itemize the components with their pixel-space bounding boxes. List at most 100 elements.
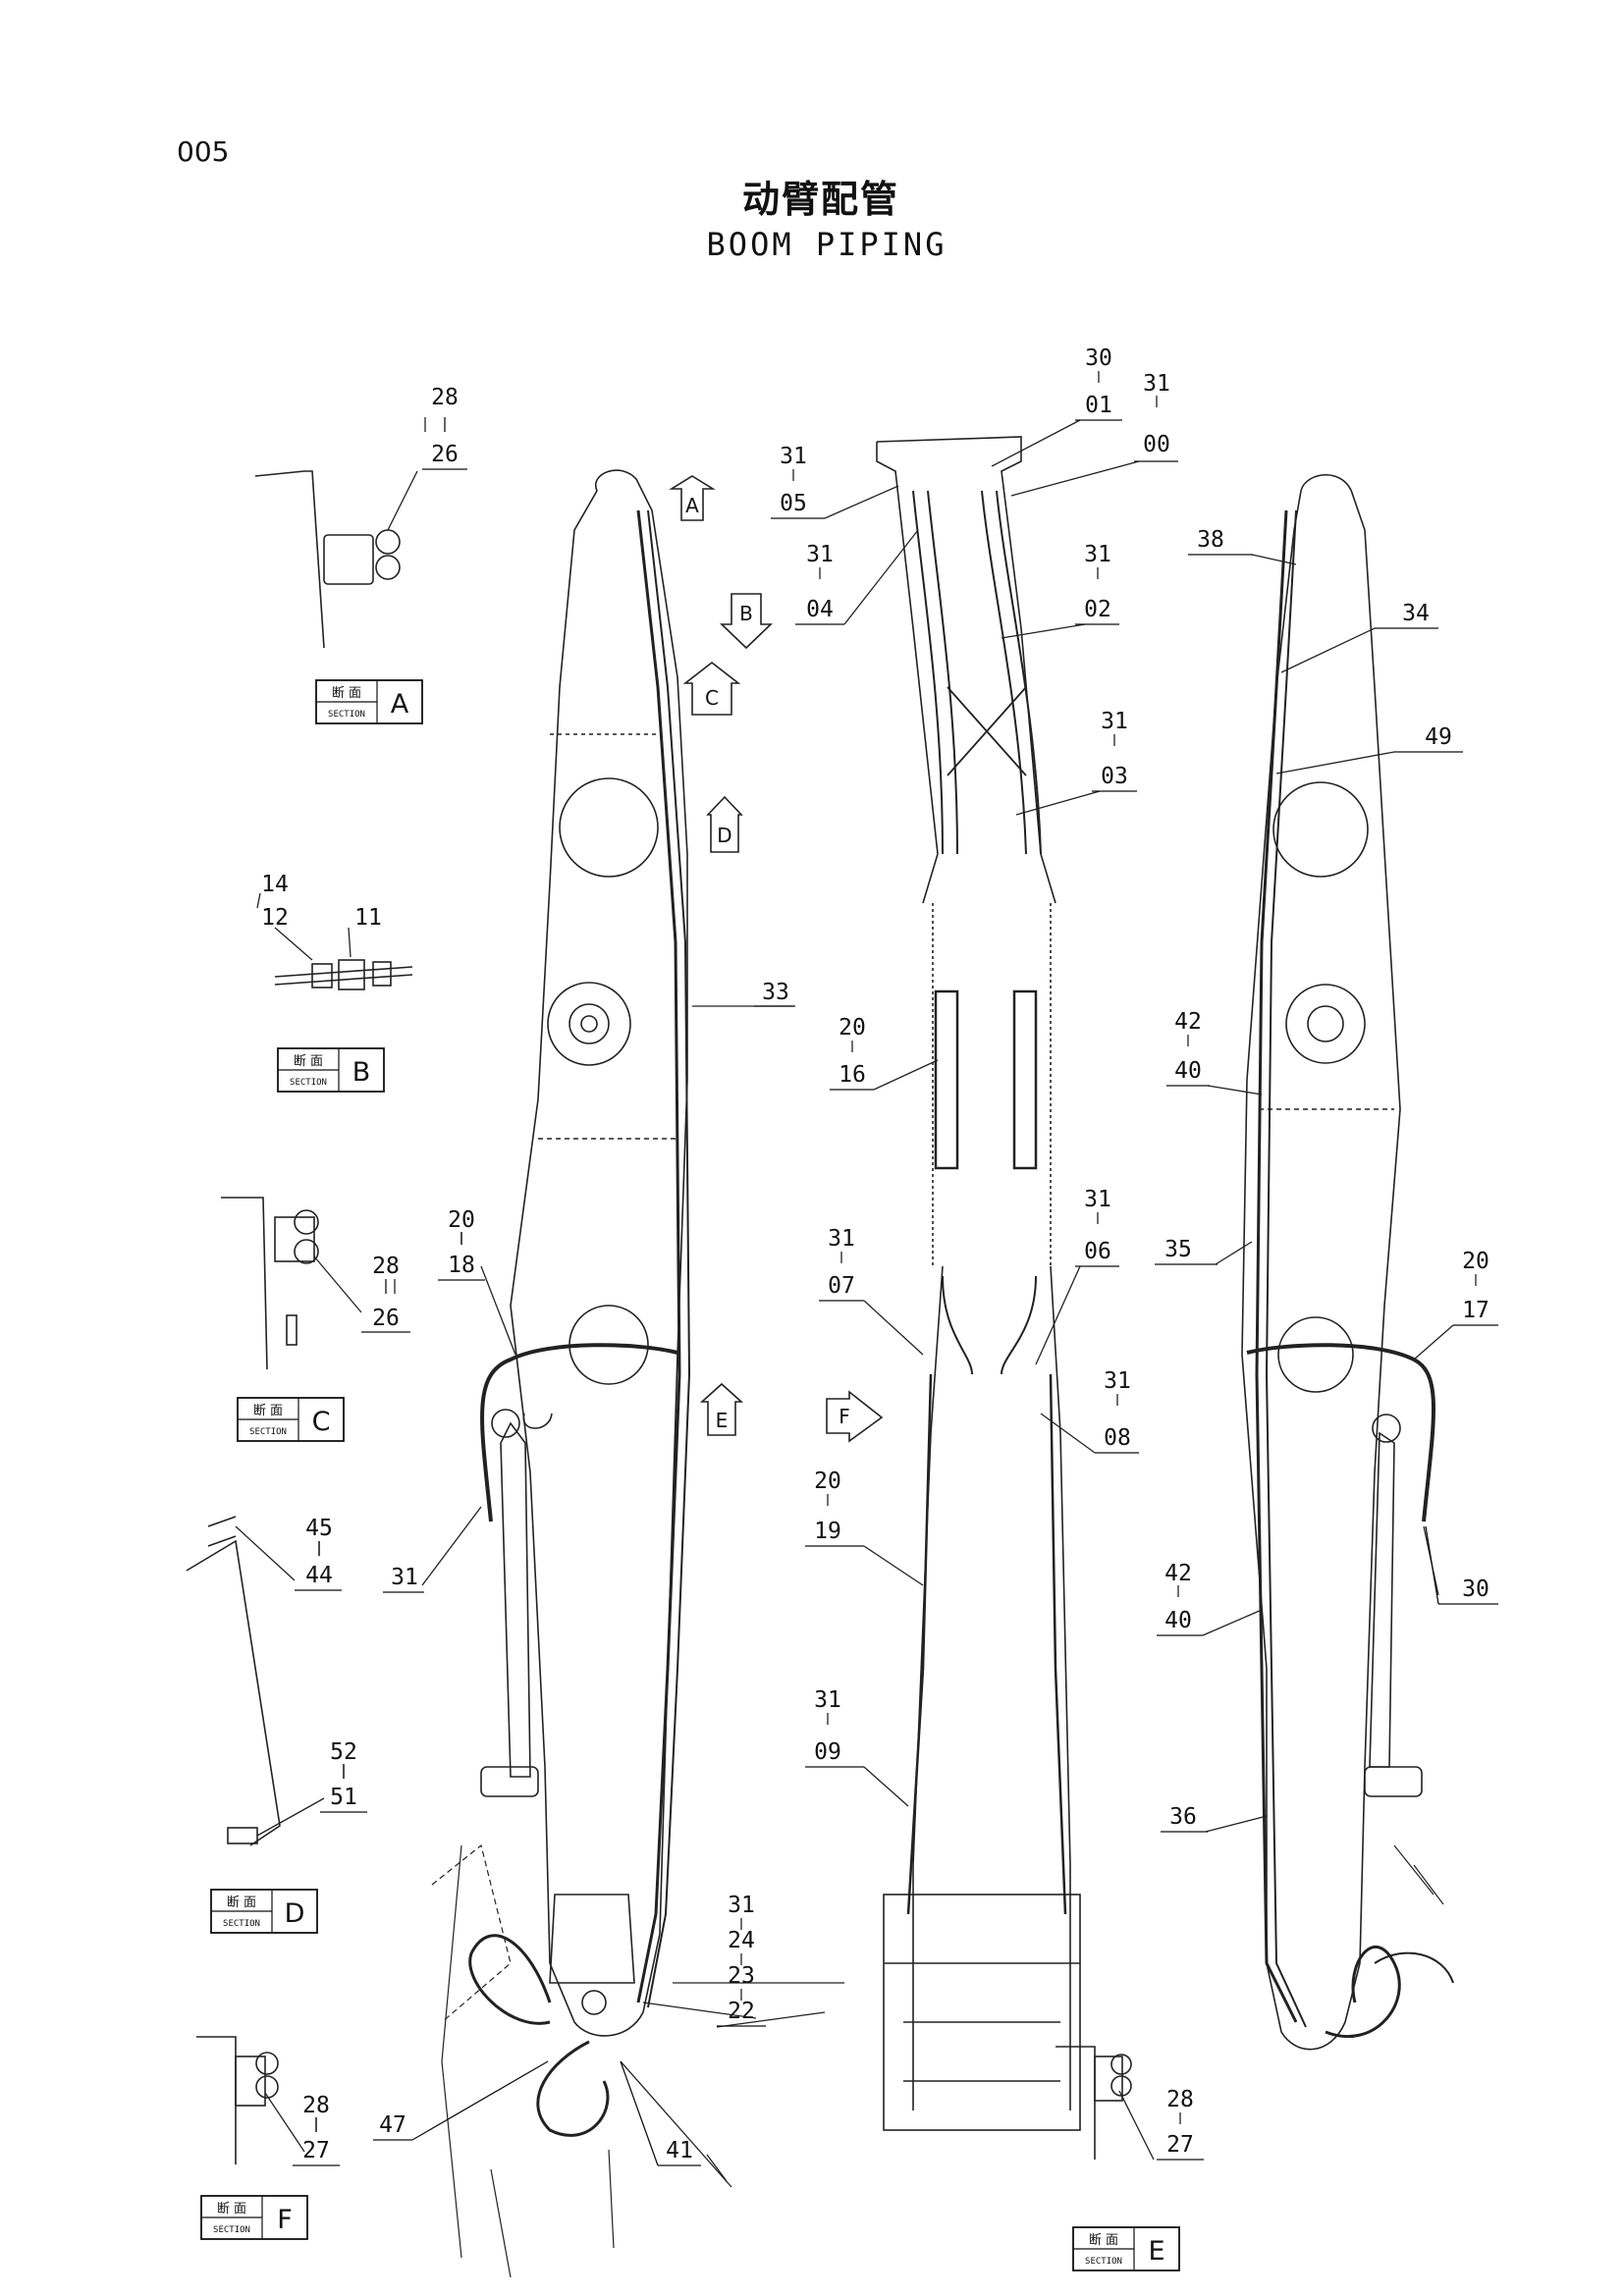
svg-text:08: 08 (1104, 1425, 1131, 1451)
callout-31-08: 31 08 (1095, 1368, 1139, 1454)
callout-31-09: 31 09 (805, 1687, 864, 1768)
view-arrow-a (669, 475, 716, 521)
svg-text:47: 47 (379, 2112, 406, 2138)
callout-28-27-section-f: 28 27 (293, 2093, 340, 2166)
callout-49: 49 (1394, 724, 1463, 753)
svg-text:31: 31 (1084, 1187, 1111, 1212)
svg-text:16: 16 (839, 1062, 866, 1088)
callout-28-26-section-a: 28 26 (422, 385, 467, 470)
section-sketch-c (221, 1197, 319, 1370)
title-chinese: 动臂配管 (741, 178, 899, 221)
section-box-c: 断 面 SECTION C (237, 1397, 345, 1442)
svg-text:33: 33 (762, 980, 789, 1005)
svg-text:03: 03 (1101, 764, 1128, 789)
callout-42-40-lower: 42 40 (1157, 1561, 1203, 1636)
section-sketch-e (1056, 2046, 1132, 2160)
svg-text:31: 31 (1104, 1368, 1131, 1394)
svg-text:断 面: 断 面 (332, 686, 361, 701)
center-boom-outline (876, 436, 1081, 2131)
svg-text:07: 07 (828, 1273, 855, 1299)
svg-text:12: 12 (261, 905, 289, 931)
view-arrow-f (826, 1390, 884, 1443)
callout-36: 36 (1161, 1804, 1208, 1833)
callout-20-18: 20 18 (438, 1207, 485, 1281)
svg-text:40: 40 (1174, 1058, 1202, 1084)
svg-text:20: 20 (448, 1207, 475, 1233)
svg-text:F: F (277, 2205, 293, 2235)
svg-text:01: 01 (1085, 393, 1112, 418)
svg-text:31: 31 (1084, 542, 1111, 567)
svg-text:26: 26 (431, 442, 459, 467)
svg-text:27: 27 (1166, 2132, 1194, 2158)
svg-text:B: B (352, 1057, 371, 1088)
section-box-d: 断 面 SECTION D (210, 1889, 318, 1934)
callout-31-left: 31 (383, 1565, 424, 1593)
callout-31-03: 31 03 (1092, 709, 1137, 792)
view-arrow-a-label: A (685, 494, 699, 517)
svg-text:31: 31 (391, 1565, 418, 1590)
svg-text:SECTION: SECTION (223, 1919, 260, 1929)
section-box-a: 断 面 SECTION A (315, 679, 423, 724)
left-boom-outline (431, 469, 691, 2278)
callout-33: 33 (754, 980, 795, 1007)
svg-text:31: 31 (1143, 371, 1170, 397)
section-sketch-f (196, 2036, 279, 2164)
svg-text:20: 20 (839, 1015, 866, 1041)
svg-text:断 面: 断 面 (1089, 2233, 1118, 2248)
svg-text:31: 31 (1101, 709, 1128, 734)
svg-text:28: 28 (372, 1254, 400, 1279)
section-sketch-a (254, 470, 401, 649)
svg-text:04: 04 (806, 597, 834, 622)
section-box-b: 断 面 SECTION B (277, 1047, 385, 1093)
svg-text:41: 41 (666, 2138, 693, 2163)
view-arrow-d (706, 795, 743, 853)
svg-text:30: 30 (1085, 346, 1112, 371)
callout-38: 38 (1188, 527, 1253, 556)
svg-text:断 面: 断 面 (217, 2202, 246, 2216)
view-arrow-f-label: F (839, 1405, 850, 1428)
svg-text:31: 31 (806, 542, 834, 567)
svg-text:A: A (391, 689, 409, 720)
svg-text:27: 27 (302, 2138, 330, 2163)
svg-text:20: 20 (1462, 1249, 1489, 1274)
svg-text:52: 52 (330, 1739, 357, 1765)
callout-31-05: 31 05 (771, 444, 825, 519)
svg-text:34: 34 (1402, 601, 1430, 626)
callout-41: 41 (620, 2060, 701, 2166)
svg-text:36: 36 (1169, 1804, 1197, 1830)
svg-text:断 面: 断 面 (253, 1404, 283, 1418)
svg-text:14: 14 (261, 872, 289, 897)
svg-text:42: 42 (1174, 1009, 1202, 1035)
svg-text:30: 30 (1462, 1576, 1489, 1602)
view-arrow-e (699, 1382, 744, 1436)
svg-text:E: E (1148, 2236, 1164, 2267)
callout-31-00: 31 00 (1134, 371, 1178, 462)
svg-text:09: 09 (814, 1739, 841, 1765)
svg-text:00: 00 (1143, 432, 1170, 457)
view-arrow-e-label: E (716, 1409, 729, 1432)
callout-31-06: 31 06 (1075, 1187, 1119, 1267)
svg-text:断 面: 断 面 (294, 1054, 323, 1069)
callout-20-16: 20 16 (830, 1015, 874, 1091)
callout-30-right: 30 (1425, 1525, 1498, 1605)
svg-text:06: 06 (1084, 1239, 1111, 1264)
svg-text:SECTION: SECTION (213, 2225, 250, 2235)
svg-text:35: 35 (1164, 1237, 1192, 1262)
callout-28-26-section-c: 28 26 (361, 1254, 410, 1333)
svg-text:20: 20 (814, 1468, 841, 1494)
view-arrow-b (720, 593, 773, 650)
callout-45-44: 45 44 (295, 1516, 342, 1591)
callout-28-27-section-e: 28 27 (1157, 2087, 1204, 2161)
leader-lines (235, 371, 1477, 2188)
svg-text:SECTION: SECTION (328, 710, 365, 720)
svg-text:24: 24 (728, 1928, 755, 1953)
callout-14-12-11-section-b: 14 12 11 (261, 872, 382, 931)
section-sketch-d (186, 1516, 281, 1846)
svg-text:31: 31 (828, 1226, 855, 1252)
svg-text:19: 19 (814, 1519, 841, 1544)
view-arrow-c-label: C (705, 686, 719, 710)
svg-text:44: 44 (305, 1563, 333, 1588)
svg-text:51: 51 (330, 1785, 357, 1810)
svg-text:C: C (312, 1407, 331, 1437)
